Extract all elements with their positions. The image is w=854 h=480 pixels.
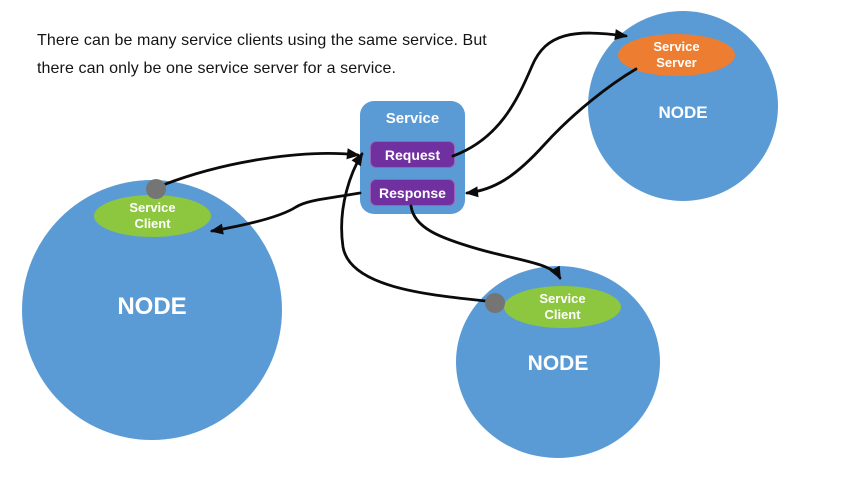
node-bottom-label: NODE bbox=[527, 352, 589, 375]
service-client-badge-left-line1: Service bbox=[129, 200, 176, 215]
service-client-badge-bottom-line1: Service bbox=[539, 291, 586, 306]
service-server-badge-line1: Service bbox=[653, 39, 700, 54]
caption-line-2: there can only be one service server for… bbox=[37, 60, 397, 77]
request-box: Request bbox=[370, 141, 455, 168]
service-client-badge-bottom-line2: Client bbox=[544, 307, 581, 322]
caption-text: There can be many service clients using … bbox=[37, 27, 487, 83]
response-box: Response bbox=[370, 179, 455, 206]
service-client-badge-left: Service Client bbox=[94, 195, 211, 237]
node-right-label: NODE bbox=[658, 103, 708, 122]
service-client-badge-left-line2: Client bbox=[134, 216, 171, 231]
service-server-badge-line2: Server bbox=[656, 55, 697, 70]
service-box: Service Request Response bbox=[360, 101, 465, 214]
service-server-badge: Service Server bbox=[618, 34, 735, 76]
caption-line-1: There can be many service clients using … bbox=[37, 32, 487, 49]
service-client-badge-bottom: Service Client bbox=[504, 286, 621, 328]
service-box-title: Service bbox=[385, 110, 440, 127]
node-left-label: NODE bbox=[117, 293, 187, 320]
connector-left-client-to-request bbox=[161, 148, 360, 187]
